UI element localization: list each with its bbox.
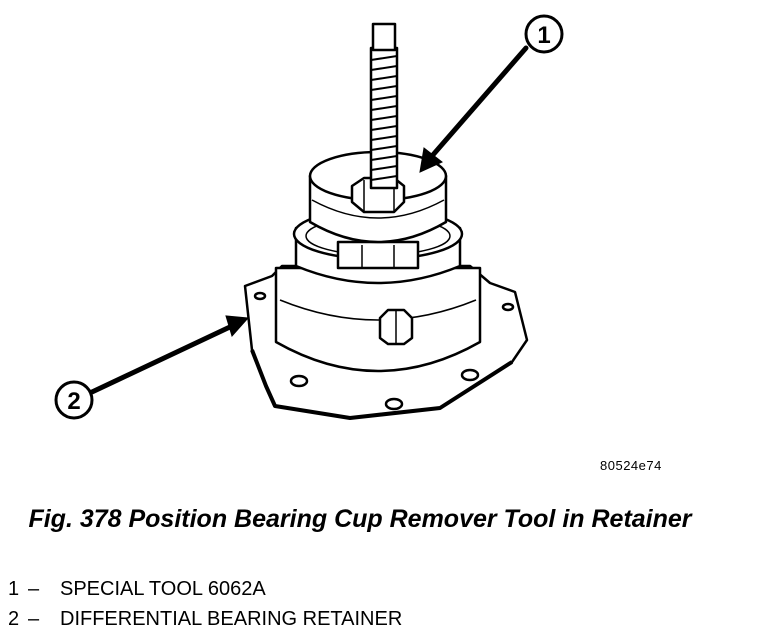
legend-label: DIFFERENTIAL BEARING RETAINER — [60, 608, 403, 630]
legend-number: 1 — [8, 578, 20, 600]
legend: 1–SPECIAL TOOL 6062A 2–DIFFERENTIAL BEAR… — [8, 574, 402, 634]
legend-dash: – — [28, 608, 40, 630]
bolt-hole — [501, 302, 515, 312]
callout-1: 1 — [524, 14, 564, 54]
flange-edge — [250, 349, 514, 420]
bolt-hole — [289, 374, 309, 388]
legend-item: 1–SPECIAL TOOL 6062A — [8, 574, 402, 604]
bearing-retainer-illustration: 1 2 — [54, 14, 564, 420]
callout-2-arrow — [89, 323, 235, 395]
bolt-hole — [253, 291, 267, 301]
figure-code: 80524e74 — [600, 458, 662, 473]
figure-caption: Fig. 378 Position Bearing Cup Remover To… — [28, 505, 692, 533]
callout-2: 2 — [54, 380, 94, 420]
rod-top — [371, 22, 397, 52]
legend-dash: – — [28, 578, 40, 600]
callout-1-number: 1 — [537, 22, 550, 49]
callout-2-number: 2 — [67, 388, 80, 415]
retainer-nut — [336, 240, 420, 270]
callout-1-arrow — [429, 45, 529, 159]
bolt-hole — [460, 368, 480, 382]
legend-number: 2 — [8, 608, 20, 630]
bolt-hole — [384, 397, 404, 411]
legend-item: 2–DIFFERENTIAL BEARING RETAINER — [8, 604, 402, 634]
legend-label: SPECIAL TOOL 6062A — [60, 578, 266, 600]
